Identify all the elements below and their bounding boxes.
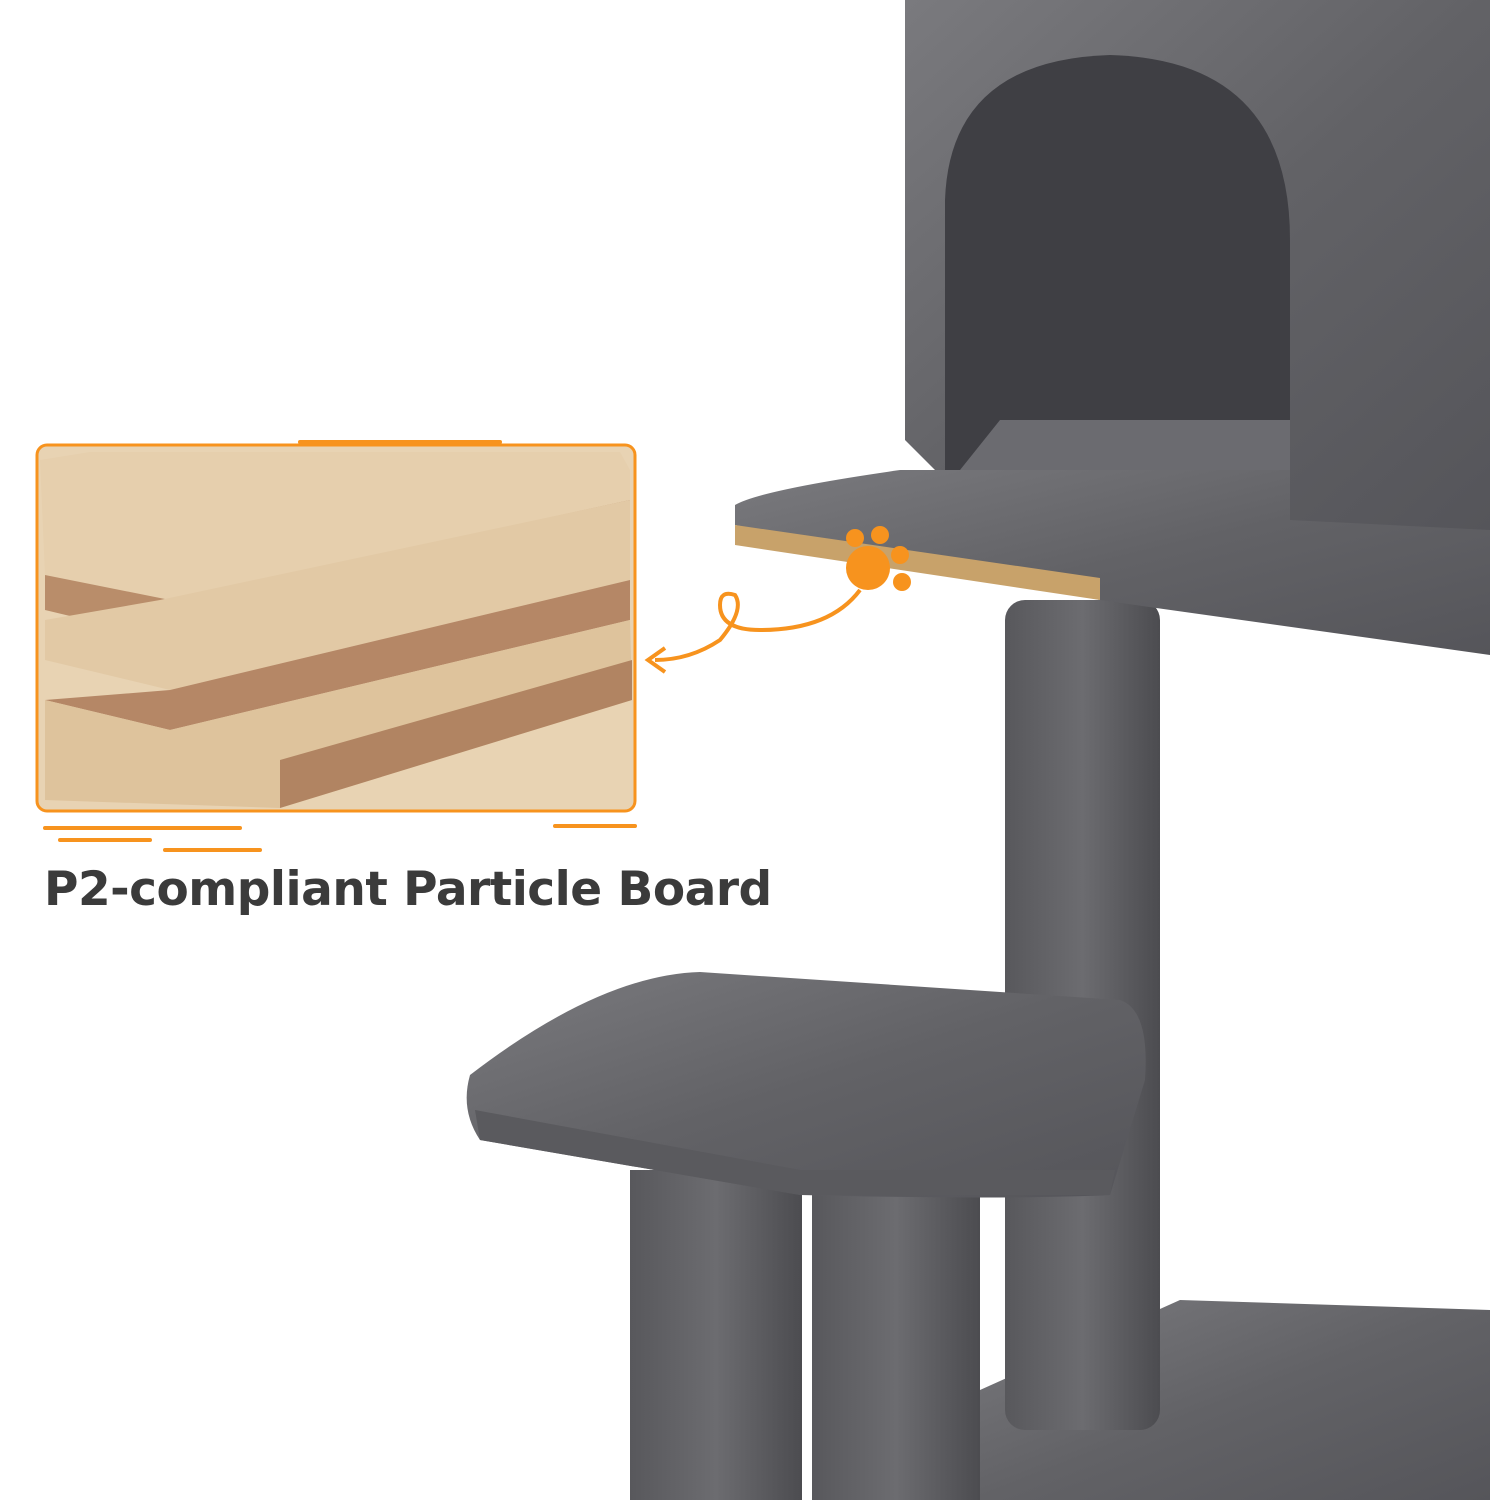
small-platform-edge [475, 1110, 1115, 1195]
exposed-board-edge [735, 525, 1100, 600]
arrow-head-icon [644, 646, 667, 674]
condo-opening [945, 55, 1290, 470]
left-post [630, 1170, 802, 1500]
pointer-arrow [654, 588, 862, 662]
paw-icon [846, 526, 911, 591]
right-post [812, 1180, 980, 1500]
condo-floor [960, 420, 1290, 470]
particle-board-inset [35, 443, 637, 813]
decorative-dashes [43, 440, 637, 852]
small-platform [466, 972, 1146, 1198]
material-caption: P2-compliant Particle Board [44, 862, 772, 917]
